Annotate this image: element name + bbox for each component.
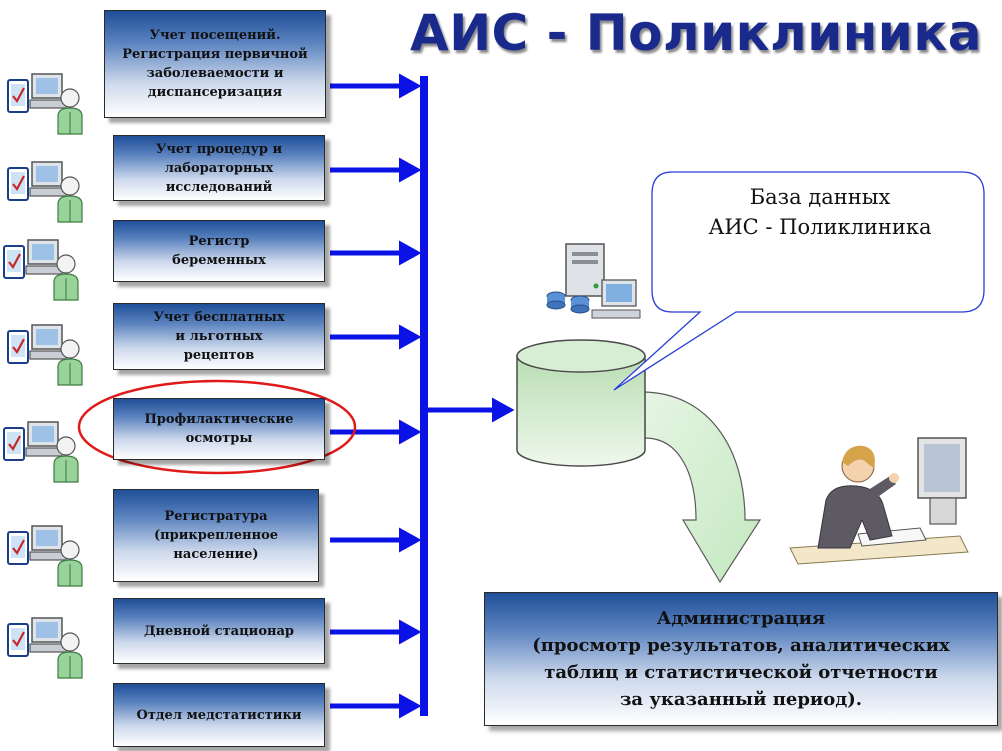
database-callout-text: База данных АИС - Поликлиника	[708, 185, 932, 239]
module-day-hospital: Дневной стационар	[113, 598, 325, 664]
module-procedures-lab: Учет процедур и лабораторных исследовани…	[113, 135, 325, 201]
database-callout-bubble	[613, 171, 985, 391]
highlight-ellipse	[77, 379, 357, 475]
database-cylinder	[516, 339, 646, 467]
output-arrow	[644, 391, 762, 584]
module-free-prescriptions: Учет бесплатных и льготных рецептов	[113, 303, 325, 370]
module-preventive-exams: Профилактические осмотры	[113, 398, 325, 460]
administration-box: Администрация (просмотр результатов, ана…	[484, 592, 998, 726]
module-registry: Регистратура (прикрепленное население)	[113, 489, 319, 582]
diagram-title: АИС - Поликлиника	[410, 4, 983, 62]
module-visits-registration: Учет посещений. Регистрация первичной за…	[104, 10, 326, 118]
module-pregnancy-register: Регистр беременных	[113, 220, 325, 282]
module-medical-statistics: Отдел медстатистики	[113, 683, 325, 747]
